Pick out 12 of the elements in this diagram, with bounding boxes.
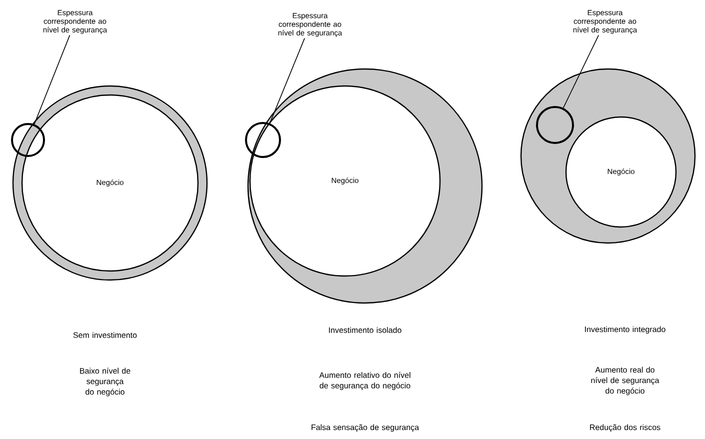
caption-text: Baixo nível de segurança do negócio (80, 368, 130, 396)
caption-text: Aumento relativo do nível de segurança do negócio (319, 372, 410, 390)
leader-line (269, 38, 306, 124)
highlight-circle (536, 106, 574, 144)
caption-text: Falsa sensação de segurança (312, 424, 419, 432)
leader-line (562, 34, 599, 108)
caption-text: Investimento integrado (585, 326, 666, 334)
caption-text: Aumento real do nível de segurança do negócio (591, 366, 660, 396)
caption-text: Investimento isolado (329, 327, 402, 333)
caption-text: Redução dos riscos (590, 424, 660, 432)
caption-text: Sem investimento (73, 332, 137, 338)
leader-line (34, 34, 70, 125)
